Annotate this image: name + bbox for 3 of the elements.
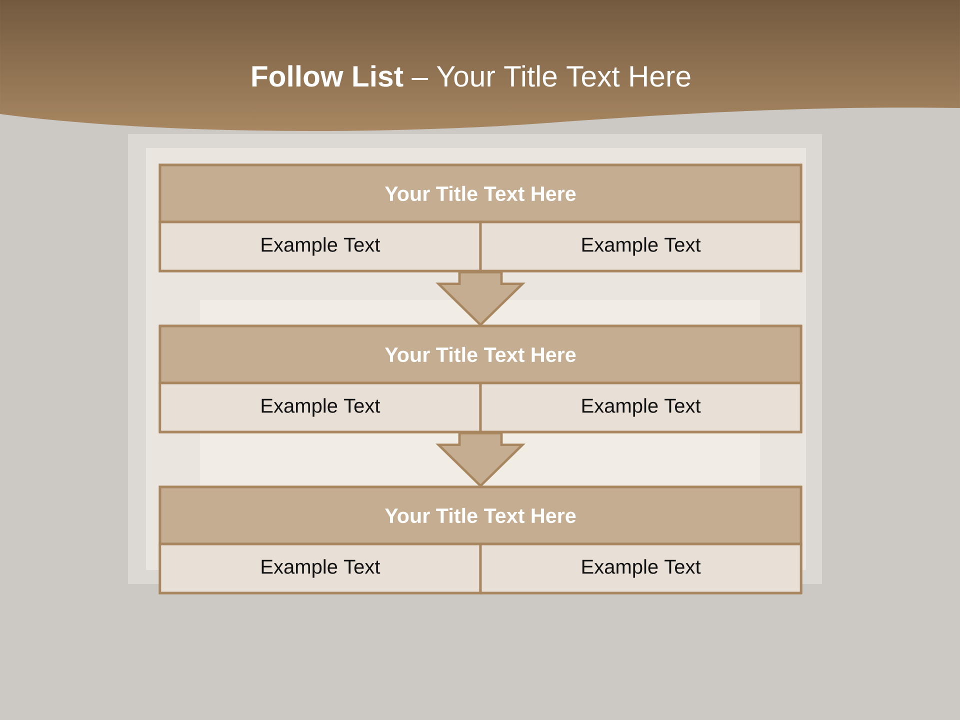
slide-title: Follow List – Your Title Text Here: [252, 65, 690, 87]
arrow: [436, 271, 526, 326]
arrow: [436, 432, 526, 488]
